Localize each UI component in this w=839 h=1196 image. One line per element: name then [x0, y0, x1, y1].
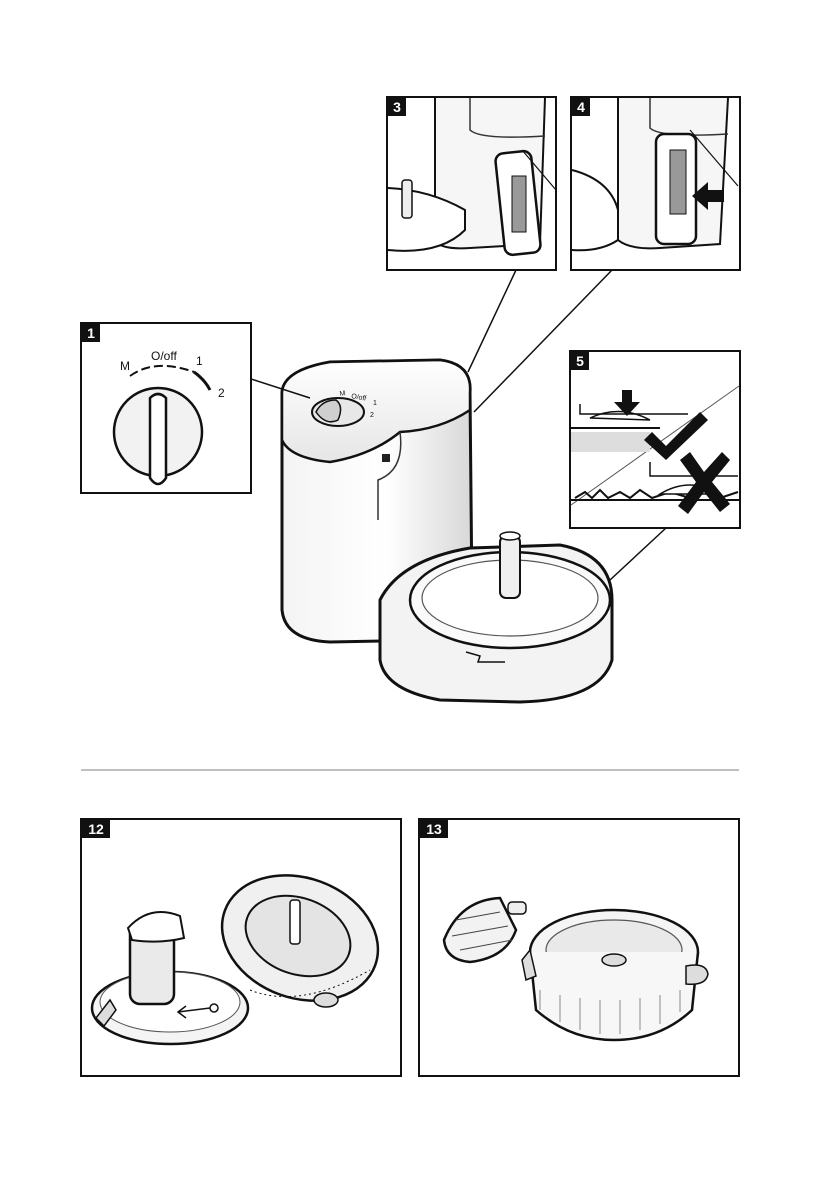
- dial-label-m: M: [120, 359, 130, 373]
- panel-12-juicer-parts: 12: [81, 819, 401, 1076]
- dial-label-2: 2: [218, 386, 225, 400]
- panel-3-filter-detail: 3: [387, 97, 556, 270]
- panel-5-placement-detail: 5: [570, 351, 740, 528]
- appliance-dial-label-1: 1: [373, 400, 377, 407]
- appliance-dial-label-2: 2: [370, 412, 374, 419]
- panel-4-filter-insert: 4: [571, 97, 740, 270]
- panel-13-number: 13: [426, 821, 442, 837]
- panel-12-number: 12: [88, 821, 104, 837]
- dial-label-off: O/off: [151, 349, 177, 363]
- panel-1-number: 1: [87, 325, 95, 341]
- panel-1-dial-detail: 1 M O/off 1 2: [81, 323, 251, 493]
- dial-label-1: 1: [196, 354, 203, 368]
- panel-13-citrus-press: 13: [419, 819, 739, 1076]
- panel-5-number: 5: [576, 353, 584, 369]
- panel-4-number: 4: [577, 99, 585, 115]
- panel-3-number: 3: [393, 99, 401, 115]
